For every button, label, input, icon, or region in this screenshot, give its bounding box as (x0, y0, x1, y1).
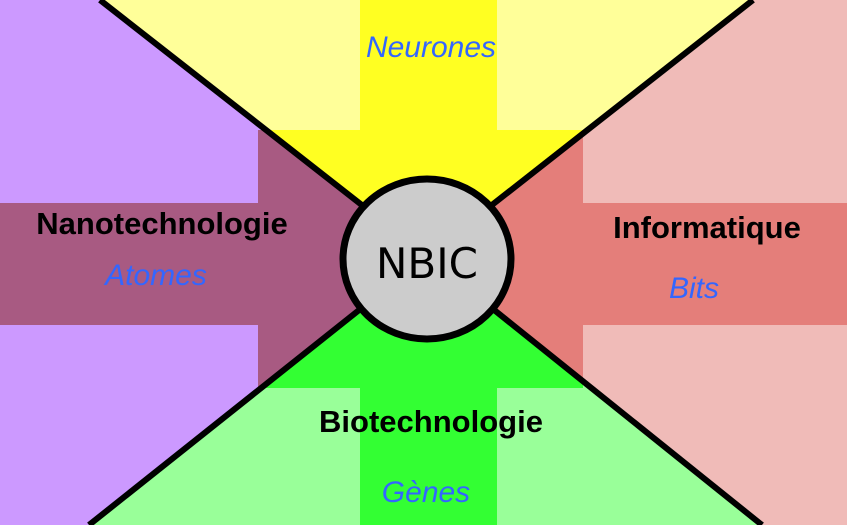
biotechnologie-title: Biotechnologie (319, 404, 543, 439)
atomes-label: Atomes (103, 259, 207, 292)
informatique-title: Informatique (613, 210, 801, 245)
bits-label: Bits (669, 272, 719, 305)
neurones-label: Neurones (366, 31, 496, 64)
genes-label: Gènes (382, 476, 470, 509)
center-circle (339, 175, 515, 343)
center-label: NBIC (376, 239, 478, 288)
nanotechnologie-title: Nanotechnologie (36, 206, 287, 241)
